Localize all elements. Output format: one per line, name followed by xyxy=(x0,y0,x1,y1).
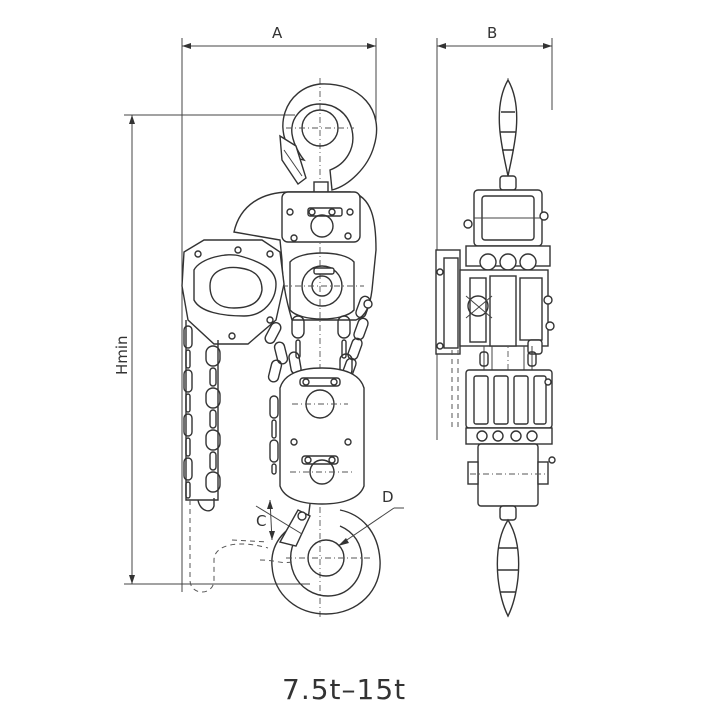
dimension-hmin-label: Hmin xyxy=(113,335,131,375)
front-view: C D xyxy=(181,78,404,618)
side-chains xyxy=(451,346,537,430)
capacity-caption: 7.5t–15t xyxy=(282,673,406,706)
side-upper-frame xyxy=(463,189,551,271)
dimension-c: C xyxy=(255,499,303,541)
dimension-d-label: D xyxy=(382,488,394,506)
load-chain-center xyxy=(288,315,353,377)
side-lower-block xyxy=(465,369,556,507)
side-top-hook xyxy=(498,78,518,191)
dimension-b: B xyxy=(436,24,553,440)
hand-chain-links-right xyxy=(205,345,221,493)
dimension-a-label: A xyxy=(272,24,283,42)
top-hook xyxy=(279,83,378,197)
dimension-c-label: C xyxy=(256,512,266,530)
load-chain-left xyxy=(264,322,289,475)
lower-block xyxy=(279,367,365,505)
upper-frame xyxy=(233,191,377,321)
bottom-hook xyxy=(259,503,381,615)
hand-chain-links-left xyxy=(183,325,193,499)
side-wheel-housing xyxy=(435,249,555,355)
dimension-b-label: B xyxy=(487,24,497,42)
dimension-hmin: Hmin xyxy=(113,114,310,585)
side-bottom-hook xyxy=(496,505,520,618)
side-view xyxy=(435,78,556,620)
hand-wheel xyxy=(181,239,285,345)
dimension-d: D xyxy=(337,488,404,547)
dimension-a: A xyxy=(181,24,377,592)
hand-chain xyxy=(183,320,269,593)
